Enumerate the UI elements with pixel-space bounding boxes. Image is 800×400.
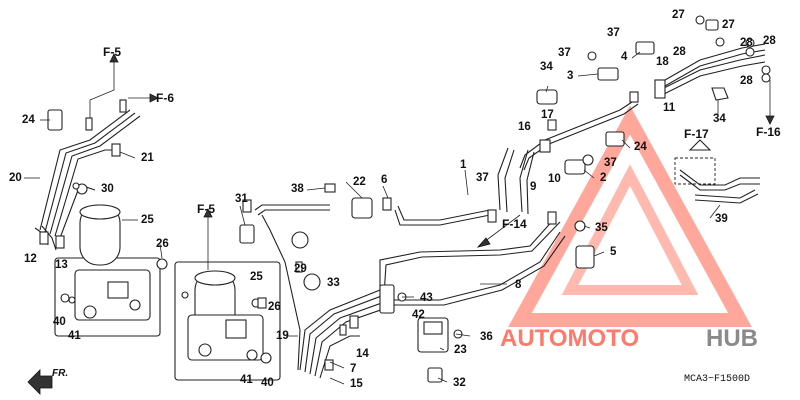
- part-label-9: 9: [530, 181, 536, 193]
- watermark-text-right: HUB: [706, 325, 758, 352]
- part-label-24-right: 24: [634, 141, 647, 153]
- ref-label-f14: F-14: [502, 217, 527, 231]
- part-label-27-a: 27: [672, 9, 685, 21]
- part-label-29: 29: [294, 263, 307, 275]
- part-label-22: 22: [353, 176, 366, 188]
- part-label-25-upper: 25: [141, 214, 154, 226]
- part-label-37-b: 37: [604, 157, 617, 169]
- part-label-16: 16: [518, 121, 531, 133]
- part-label-37-c: 37: [558, 47, 571, 59]
- part-label-21: 21: [141, 152, 154, 164]
- ref-label-f6: F-6: [156, 91, 174, 105]
- part-label-41-lower: 41: [240, 374, 253, 386]
- part-label-14: 14: [356, 348, 369, 360]
- part-label-33: 33: [327, 277, 340, 289]
- part-label-4: 4: [621, 51, 628, 63]
- part-label-30: 30: [101, 183, 114, 195]
- part-label-18: 18: [656, 56, 669, 68]
- part-label-41-upper: 41: [68, 330, 81, 342]
- part-label-31: 31: [235, 193, 248, 205]
- watermark-logo: [508, 105, 752, 327]
- f17-detail: [674, 139, 760, 204]
- part-label-7: 7: [350, 363, 356, 375]
- modulator-assembly-lower: [174, 261, 281, 381]
- part-label-26-upper: 26: [156, 238, 169, 250]
- part-label-37-d: 37: [607, 27, 620, 39]
- leader-lines: [24, 51, 721, 385]
- part-label-32: 32: [453, 377, 466, 389]
- ref-label-f5-top: F-5: [103, 45, 121, 59]
- part-label-40-upper: 40: [53, 316, 66, 328]
- part-label-15: 15: [350, 378, 363, 390]
- part-label-36: 36: [480, 331, 493, 343]
- diagram-code: MCA3−F1500D: [684, 374, 750, 385]
- part-label-38: 38: [291, 183, 304, 195]
- part-label-19: 19: [276, 330, 289, 342]
- ref-label-f16: F-16: [756, 125, 781, 139]
- part-label-23: 23: [454, 344, 467, 356]
- part-label-37-a: 37: [476, 172, 489, 184]
- front-arrow: [27, 369, 53, 395]
- part-label-24-left: 24: [22, 114, 35, 126]
- right-pipe-bundle: [497, 43, 766, 215]
- part-label-12: 12: [24, 253, 37, 265]
- part-label-2: 2: [600, 172, 606, 184]
- part-label-11: 11: [663, 102, 676, 114]
- part-label-3: 3: [567, 70, 573, 82]
- part-label-20: 20: [9, 172, 22, 184]
- modulator-assembly-upper: [54, 204, 168, 337]
- reference-arrows: [89, 53, 775, 270]
- watermark-text: AUTOMOTO HUB: [500, 325, 758, 352]
- watermark-text-left: AUTOMOTO: [500, 325, 639, 352]
- left-pipe-bundle: [34, 99, 141, 251]
- part-label-34-a: 34: [540, 61, 553, 73]
- part-label-35: 35: [595, 222, 608, 234]
- part-label-1: 1: [460, 159, 467, 171]
- part-label-28-c: 28: [763, 35, 776, 47]
- ref-label-f17: F-17: [684, 127, 709, 141]
- part-label-28-b: 28: [740, 37, 753, 49]
- part-label-8: 8: [515, 279, 522, 291]
- front-direction-label: FR.: [52, 368, 68, 379]
- part-label-43: 43: [420, 292, 433, 304]
- part-number-labels: F-5 F-6 F-5 F-14 F-17 F-16 1 2 3 4 5 6 7…: [9, 9, 781, 390]
- part-label-17: 17: [541, 109, 554, 121]
- part-label-42: 42: [412, 309, 425, 321]
- part-label-40-lower: 40: [261, 377, 274, 389]
- middle-small-parts: [239, 197, 463, 383]
- part-label-13: 13: [55, 259, 68, 271]
- part-label-28-a: 28: [673, 46, 686, 58]
- part-label-10: 10: [548, 173, 561, 185]
- part-label-27-b: 27: [722, 19, 735, 31]
- part-label-6: 6: [381, 174, 387, 186]
- part-label-28-d: 28: [740, 75, 753, 87]
- f14-arrow: [476, 214, 521, 248]
- ref-label-f5-mid: F-5: [197, 202, 215, 216]
- part-label-5: 5: [610, 246, 617, 258]
- part-label-26-lower: 26: [268, 301, 281, 313]
- part-label-34-b: 34: [713, 113, 726, 125]
- part-label-39: 39: [715, 213, 728, 225]
- part-label-25-lower: 25: [250, 271, 263, 283]
